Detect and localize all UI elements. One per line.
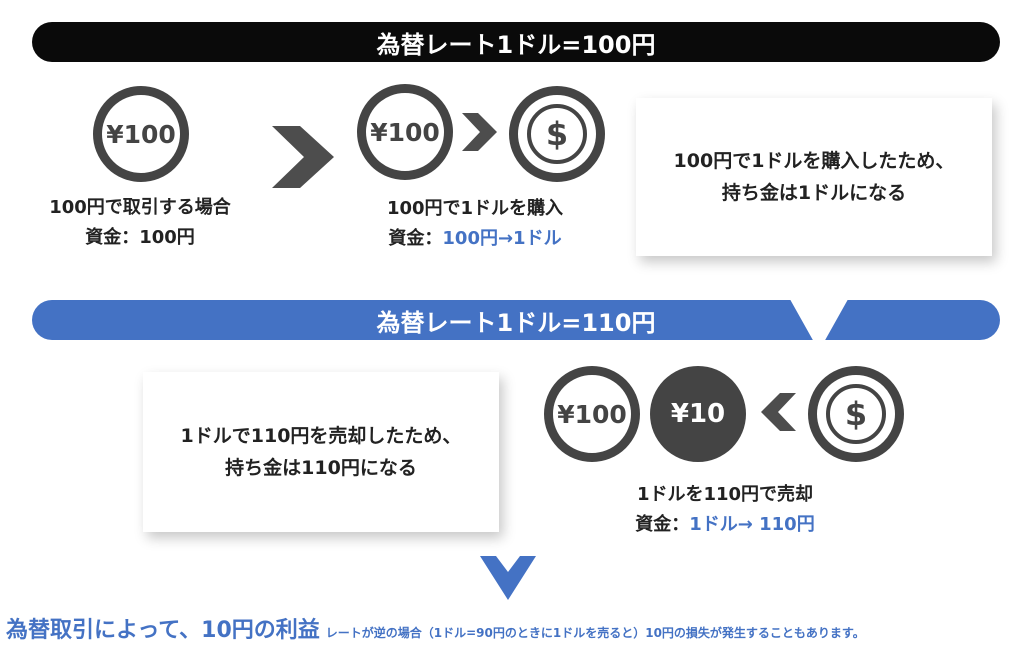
card-sell-line1: 1ドルで110円を売却したため、 bbox=[180, 425, 462, 447]
rate-banner-100: 為替レート1ドル=100円 bbox=[32, 22, 1000, 62]
step2-line2: 資金：100円→1ドル bbox=[350, 224, 600, 254]
chevron-right-icon bbox=[272, 126, 334, 188]
dollar-coin-icon: $ bbox=[808, 366, 904, 462]
result-main: 為替取引によって、10円の利益 bbox=[6, 618, 320, 643]
dollar-sign: $ bbox=[844, 395, 868, 433]
rate-banner-110-text: 為替レート1ドル=110円 bbox=[376, 308, 656, 337]
step3-line2-prefix: 資金： bbox=[635, 514, 690, 535]
explanation-card-sell: 1ドルで110円を売却したため、 持ち金は110円になる bbox=[143, 372, 499, 532]
chevron-down-icon bbox=[782, 285, 856, 351]
dollar-sign: $ bbox=[545, 115, 569, 153]
step2-line1: 100円で1ドルを購入 bbox=[386, 198, 564, 219]
dollar-coin-inner: $ bbox=[527, 104, 587, 164]
step1-line2: 資金：100円 bbox=[85, 227, 195, 248]
yen-coin-label: ¥100 bbox=[106, 119, 176, 149]
step2-caption: 100円で1ドルを購入 資金：100円→1ドル bbox=[350, 194, 600, 254]
step2-line2-prefix: 資金： bbox=[388, 228, 443, 249]
step2-line2-value: 100円→1ドル bbox=[442, 228, 562, 249]
step3-line1: 1ドルを110円で売却 bbox=[636, 484, 814, 505]
rate-banner-100-text: 為替レート1ドル=100円 bbox=[376, 30, 656, 59]
yen-coin-icon: ¥100 bbox=[544, 366, 640, 462]
yen-gain-coin-label: ¥10 bbox=[670, 399, 726, 429]
yen-coin-label: ¥100 bbox=[557, 399, 627, 429]
card-buy-line2: 持ち金は1ドルになる bbox=[721, 182, 907, 204]
small-chevron-left-icon bbox=[761, 393, 796, 431]
yen-coin-icon: ¥100 bbox=[357, 84, 453, 180]
dollar-coin-inner: $ bbox=[826, 384, 886, 444]
card-buy-line1: 100円で1ドルを購入したため、 bbox=[673, 150, 955, 172]
yen-gain-coin-icon: ¥10 bbox=[650, 366, 746, 462]
result-footer: 為替取引によって、10円の利益レートが逆の場合（1ドル=90円のときに1ドルを売… bbox=[6, 612, 865, 644]
blue-chevron-down-icon bbox=[480, 556, 536, 600]
card-sell-line2: 持ち金は110円になる bbox=[225, 457, 417, 479]
step1-caption: 100円で取引する場合 資金：100円 bbox=[20, 193, 260, 253]
yen-coin-label: ¥100 bbox=[370, 117, 440, 147]
step1-line1: 100円で取引する場合 bbox=[49, 197, 231, 218]
step3-line2: 資金：1ドル→ 110円 bbox=[600, 510, 850, 540]
explanation-card-buy: 100円で1ドルを購入したため、 持ち金は1ドルになる bbox=[636, 98, 992, 256]
step3-caption: 1ドルを110円で売却 資金：1ドル→ 110円 bbox=[600, 480, 850, 540]
step3-line2-value: 1ドル→ 110円 bbox=[689, 514, 815, 535]
dollar-coin-icon: $ bbox=[509, 86, 605, 182]
small-chevron-right-icon bbox=[462, 113, 497, 151]
yen-coin-icon: ¥100 bbox=[93, 86, 189, 182]
result-note: レートが逆の場合（1ドル=90円のときに1ドルを売ると）10円の損失が発生するこ… bbox=[325, 626, 865, 640]
